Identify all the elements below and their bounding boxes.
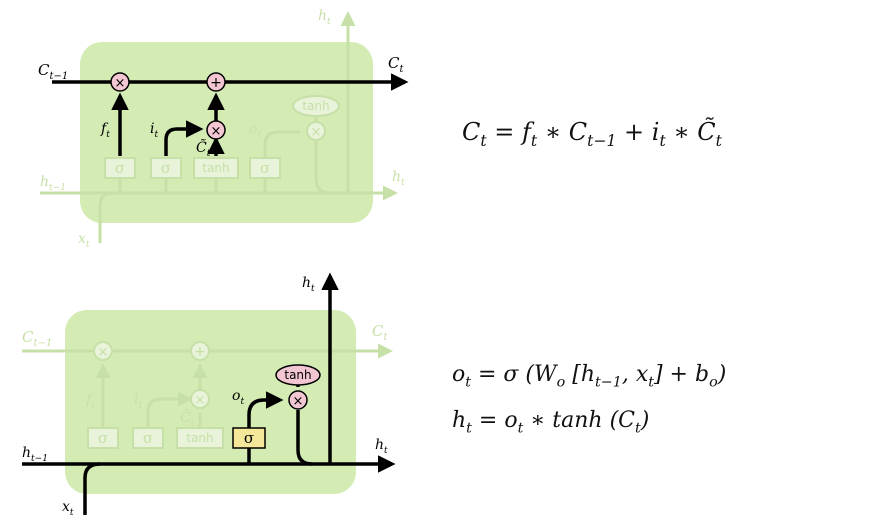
bottom-label-i: it <box>134 392 142 411</box>
top-cell-add <box>206 72 226 92</box>
bottom-faded-nodes <box>87 341 224 449</box>
top-times-f: × <box>115 76 126 91</box>
svg-text:ht: ht <box>375 437 388 456</box>
top-label-c-prev: Ct−1 <box>38 61 68 82</box>
svg-text:ft: ft <box>100 121 110 140</box>
hidden-state-equation: ht = ot ∗ tanh (Ct) <box>452 408 650 437</box>
bottom-label-f: ft <box>85 392 95 411</box>
top-times-output: × <box>311 125 322 140</box>
bottom-label-o: ot <box>232 388 244 407</box>
svg-text:ht−1: ht−1 <box>40 174 66 193</box>
svg-text:ht: ht <box>318 8 331 27</box>
top-tanh-output: tanh <box>302 99 329 113</box>
svg-text:Ct−1: Ct−1 <box>22 328 52 349</box>
bottom-faded-times-i: × <box>195 393 206 408</box>
top-label-x-in: xt <box>78 231 90 250</box>
top-label-h-top: ht <box>318 8 331 27</box>
svg-text:ot: ot <box>232 388 244 407</box>
bottom-output-tanh <box>275 364 321 386</box>
top-sigma-f: σ <box>115 159 125 177</box>
svg-text:Ct: Ct <box>388 54 404 75</box>
top-tanh-gate: tanh <box>202 161 229 175</box>
top-sigma-i: σ <box>161 159 171 177</box>
top-lstm-diagram: σ σ tanh σ tanh × ht ht−1 ht xt ot <box>38 8 409 250</box>
top-label-ctilde: C̃t <box>196 138 211 159</box>
top-label-o: ot <box>249 121 261 140</box>
bottom-sigma-o: σ <box>244 429 254 447</box>
svg-text:ht: ht <box>392 169 405 188</box>
top-label-i: it <box>150 121 158 140</box>
svg-text:ft: ft <box>85 392 95 411</box>
top-label-f: ft <box>100 121 110 140</box>
bottom-label-h-out: ht <box>375 437 388 456</box>
top-cell-body <box>80 42 373 223</box>
bottom-label-h-top: ht <box>302 275 315 294</box>
bottom-lstm-diagram: × + × σ σ tanh Ct−1 Ct ft it C̃t <box>22 272 396 518</box>
svg-text:it: it <box>150 121 158 140</box>
bottom-faded-sigma-i: σ <box>143 429 153 447</box>
svg-text:Ct: Ct <box>372 322 388 343</box>
top-input-multiply <box>206 120 226 140</box>
bottom-label-x-in: xt <box>62 499 74 518</box>
output-gate-equation: ot = σ (Wo [ht−1, xt] + bo) <box>452 362 727 391</box>
bottom-tanh-output: tanh <box>284 368 311 382</box>
top-forget-multiply <box>110 72 130 92</box>
cell-state-equation: Ct = ft ∗ Ct−1 + it ∗ C̃t <box>462 118 722 150</box>
top-label-h-prev: ht−1 <box>40 174 66 193</box>
bottom-output-multiply <box>288 390 308 410</box>
svg-text:Ct−1: Ct−1 <box>38 61 68 82</box>
top-label-h-out: ht <box>392 169 405 188</box>
svg-text:ht−1: ht−1 <box>22 445 48 464</box>
svg-text:C̃t: C̃t <box>180 408 195 429</box>
bottom-label-ctilde: C̃t <box>180 408 195 429</box>
bottom-cell-body <box>65 310 356 494</box>
top-times-i: × <box>211 124 222 139</box>
bottom-times-output: × <box>293 394 304 409</box>
bottom-label-c-curr: Ct <box>372 322 388 343</box>
top-label-c-curr: Ct <box>388 54 404 75</box>
svg-text:ot: ot <box>249 121 261 140</box>
bottom-output-sigma-gate <box>232 427 266 449</box>
top-sigma-o: σ <box>260 159 270 177</box>
svg-text:xt: xt <box>78 231 90 250</box>
bottom-faded-sigma-f: σ <box>98 429 108 447</box>
svg-text:ht: ht <box>302 275 315 294</box>
bottom-faded-tanh-gate: tanh <box>186 431 213 445</box>
bottom-faded-times-f: × <box>98 345 109 360</box>
top-pointwise-ops <box>110 72 226 140</box>
bottom-label-h-prev: ht−1 <box>22 445 48 464</box>
bottom-label-c-prev: Ct−1 <box>22 328 52 349</box>
svg-text:it: it <box>134 392 142 411</box>
top-faded-paths <box>40 11 398 243</box>
svg-text:xt: xt <box>62 499 74 518</box>
top-plus-c: + <box>210 75 222 91</box>
top-faded-nodes <box>104 95 340 179</box>
svg-text:C̃t: C̃t <box>196 138 211 159</box>
bottom-faded-plus-c: + <box>194 344 206 360</box>
